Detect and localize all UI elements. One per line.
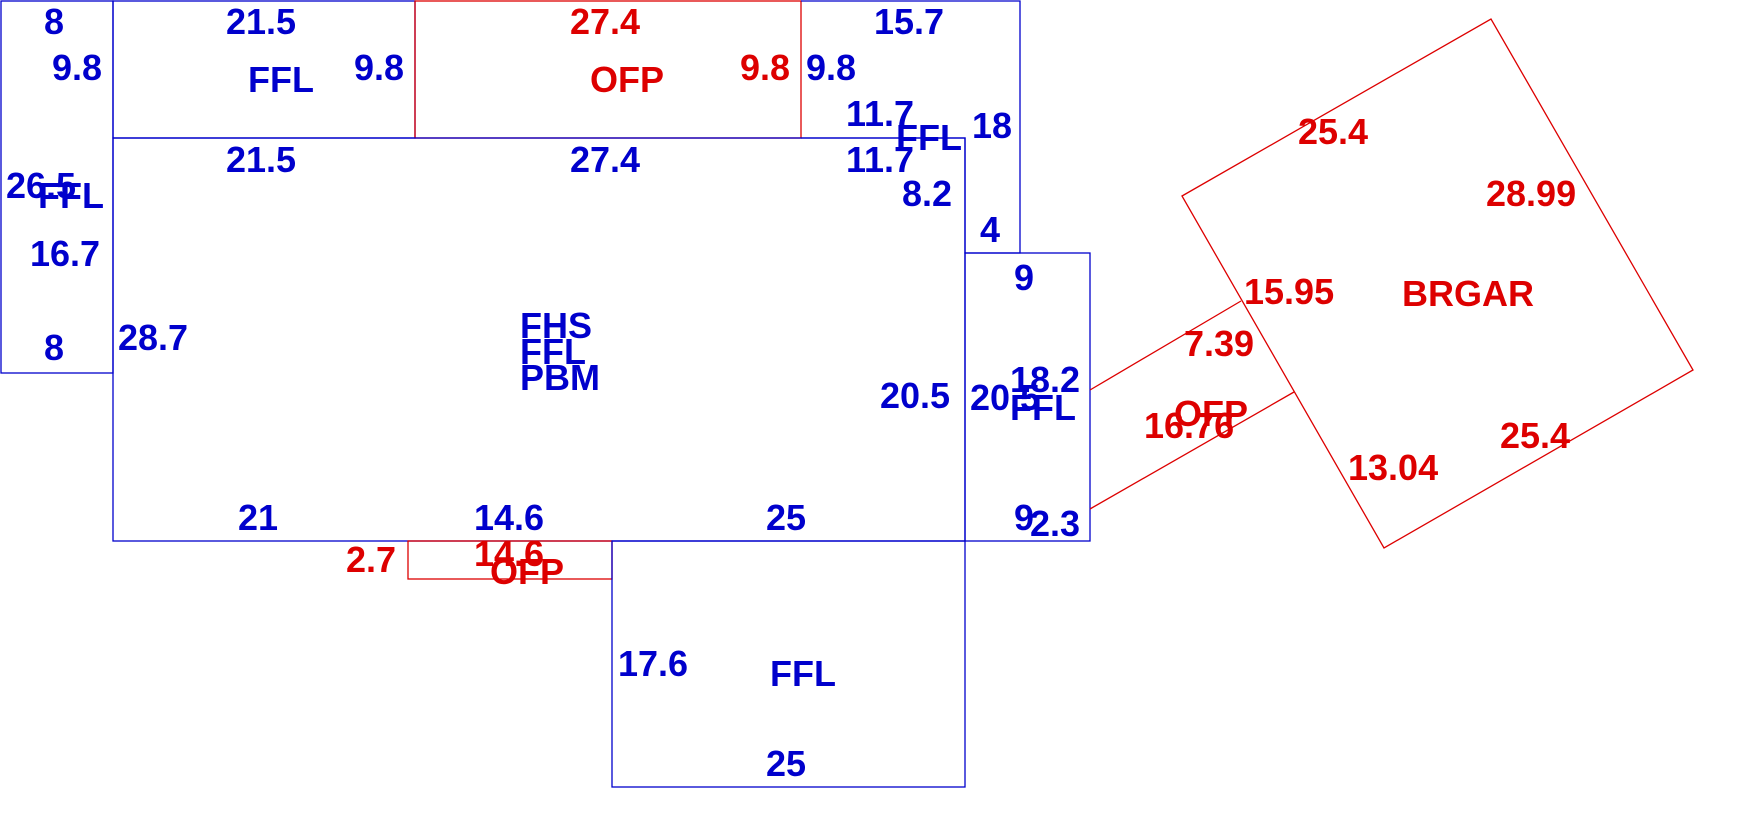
dim-label: 21.5 [226, 139, 296, 180]
dim-label: 9.8 [52, 47, 102, 88]
dim-label: 8 [44, 327, 64, 368]
area-label: FFL [520, 331, 586, 372]
dim-label: 11.7 [846, 93, 914, 134]
dim-label: 18.2 [1010, 359, 1080, 400]
dim-label: 25 [766, 497, 806, 538]
dim-label: 9.8 [354, 47, 404, 88]
dim-label: 7.39 [1184, 323, 1254, 364]
main-house: 21.5 27.4 FHS FFL PBM 28.7 20.5 21 14.6 … [118, 139, 950, 538]
dim-label: 9.8 [806, 47, 856, 88]
dim-label: 8 [44, 1, 64, 42]
area-label: FFL [1010, 387, 1076, 428]
dim-label: 28.99 [1486, 173, 1576, 214]
front-porch: 27.4 OFP 9.8 [570, 1, 790, 100]
area-label: BRGAR [1402, 273, 1534, 314]
dim-label: 20.5 [970, 377, 1040, 418]
dim-label: 2.3 [1030, 503, 1080, 544]
breezeway-porch-upper-edge [1089, 300, 1242, 391]
area-label: FFL [38, 175, 104, 216]
dim-label: 25.4 [1298, 111, 1368, 152]
dim-label: 15.7 [874, 1, 944, 42]
left-wing: 8 9.8 26.5 FFL 16.7 8 [6, 1, 104, 368]
dim-label: 9 [1014, 257, 1034, 298]
dim-label: 25 [766, 743, 806, 784]
rear-addition-outline [611, 540, 966, 788]
east-room-outline [964, 252, 1091, 542]
area-label: FFL [896, 117, 962, 158]
dim-label: 9 [1014, 497, 1034, 538]
dim-label: 27.4 [570, 139, 640, 180]
dim-label: 15.95 [1244, 271, 1334, 312]
dim-label: 2.7 [346, 539, 396, 580]
dim-label: 25.4 [1500, 415, 1570, 456]
dim-label: 20.5 [880, 375, 950, 416]
dim-label: 4 [980, 209, 1000, 250]
dim-label: 21 [238, 497, 278, 538]
dim-label: 18 [972, 105, 1012, 146]
dim-label: 17.6 [618, 643, 688, 684]
dim-label: 8.2 [902, 173, 952, 214]
dim-label: 14.6 [474, 497, 544, 538]
area-label: OFP [490, 551, 564, 592]
area-label: OFP [590, 59, 664, 100]
breezeway-porch-lower-edge [1089, 391, 1295, 510]
outline-layer [0, 0, 1694, 788]
dim-label: 14.6 [474, 533, 544, 574]
dim-label: 26.5 [6, 165, 76, 206]
area-label: FHS [520, 305, 592, 346]
area-label: PBM [520, 357, 600, 398]
garage: 25.4 28.99 15.95 BRGAR 13.04 25.4 [1244, 111, 1576, 488]
upper-left-room: 21.5 FFL 9.8 [226, 1, 404, 100]
dim-label: 21.5 [226, 1, 296, 42]
garage-outline [1181, 18, 1694, 549]
area-label: FFL [770, 653, 836, 694]
dim-label: 27.4 [570, 1, 640, 42]
rear-porch: 2.7 14.6 OFP [346, 533, 564, 592]
east-room: 9 18.2 20.5 FFL 9 2.3 [970, 257, 1080, 544]
upper-right-room: 15.7 9.8 11.7 FFL 18 11.7 8.2 4 [806, 1, 1012, 250]
breezeway-porch: 7.39 OFP 16.76 [1144, 323, 1254, 446]
dim-label: 11.7 [846, 139, 914, 180]
area-label: FFL [248, 59, 314, 100]
dim-label: 28.7 [118, 317, 188, 358]
dim-label: 16.76 [1144, 405, 1234, 446]
area-label: OFP [1174, 393, 1248, 434]
dim-label: 16.7 [30, 233, 100, 274]
rear-addition: 17.6 FFL 25 [618, 643, 836, 784]
dim-label: 13.04 [1348, 447, 1438, 488]
dim-label: 9.8 [740, 47, 790, 88]
